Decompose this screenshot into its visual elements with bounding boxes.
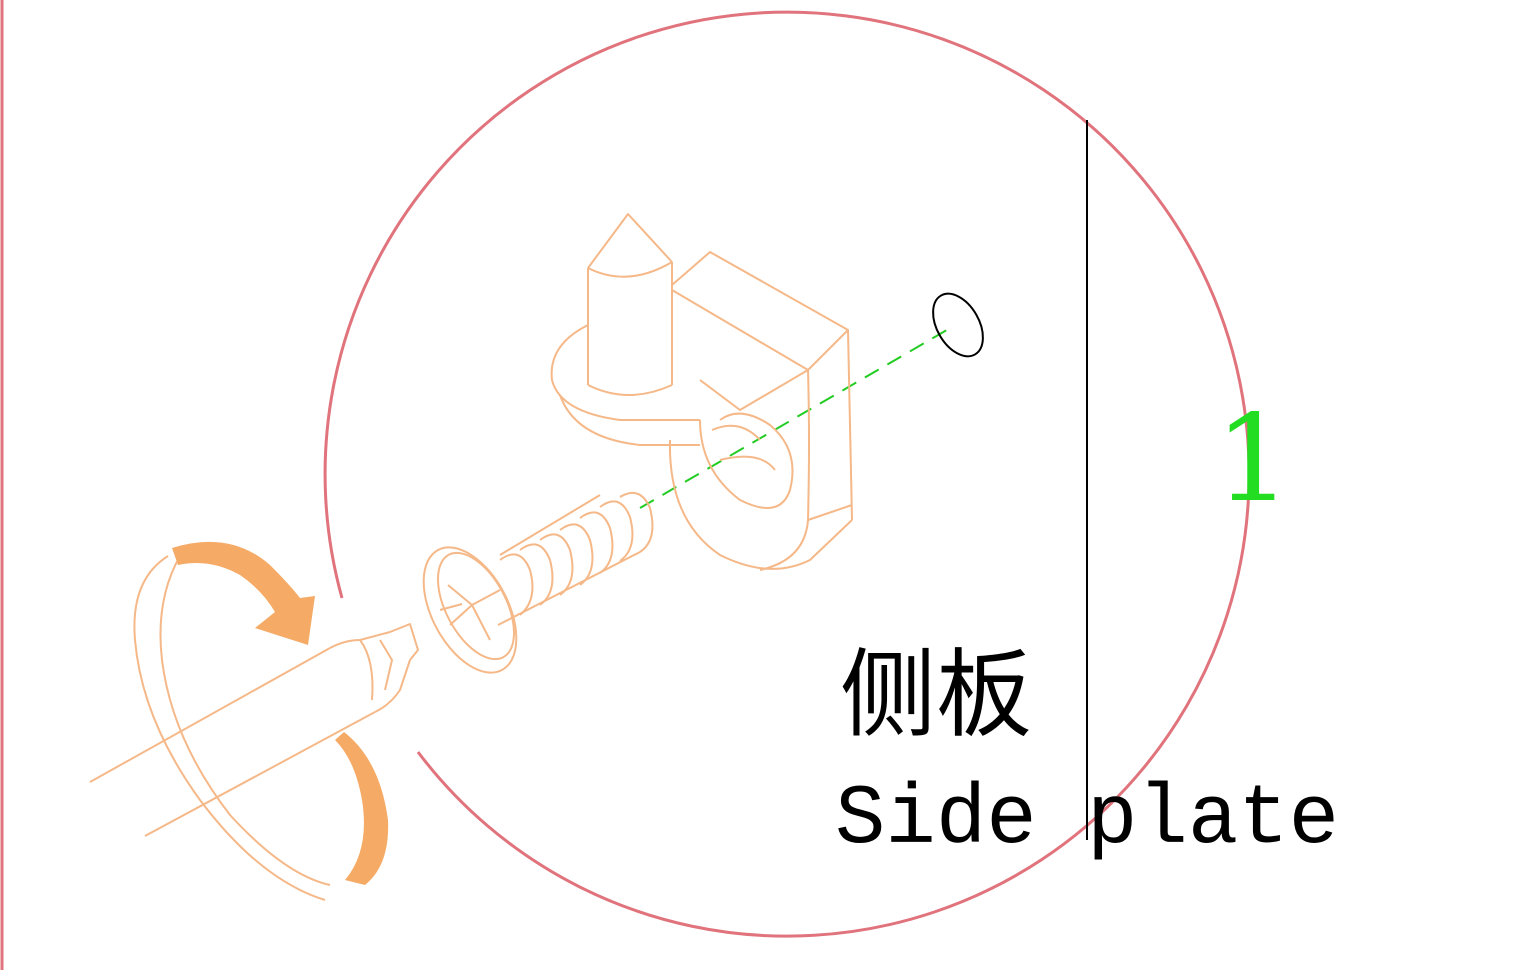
screw-icon	[422, 491, 654, 674]
callout-number: 1	[1215, 390, 1291, 529]
rotation-arrow-icon	[172, 541, 389, 885]
axis-line	[639, 326, 953, 509]
part-label-en: Side plate	[835, 773, 1339, 868]
screwdriver-icon	[89, 555, 419, 901]
detail-circle	[323, 10, 1251, 938]
shelf-support-icon	[550, 213, 853, 571]
part-label-cn: 侧板	[840, 639, 1032, 751]
hole-icon	[932, 292, 984, 358]
